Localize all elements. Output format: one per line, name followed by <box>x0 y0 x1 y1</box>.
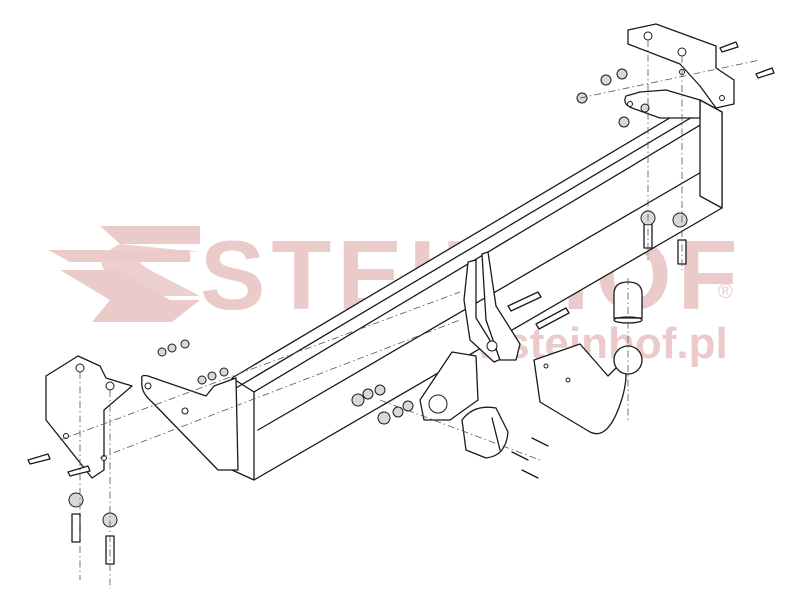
socket-mounting-plate <box>419 351 479 421</box>
left-mounting-bracket <box>45 355 133 479</box>
right-mounting-bracket <box>627 23 735 109</box>
center-holder-plates <box>463 251 521 363</box>
main-crossbar <box>231 99 723 481</box>
tow-ball-neck <box>533 343 643 435</box>
assembly-center-lines <box>59 40 761 589</box>
watermark-registered-mark: ® <box>718 281 733 303</box>
watermark-logo-icon <box>48 226 200 322</box>
socket-screws <box>511 437 549 479</box>
right-arm-plate <box>624 89 701 119</box>
left-arm-plate <box>140 374 239 471</box>
nuts-and-washers <box>68 68 688 528</box>
electrical-socket <box>461 406 509 459</box>
